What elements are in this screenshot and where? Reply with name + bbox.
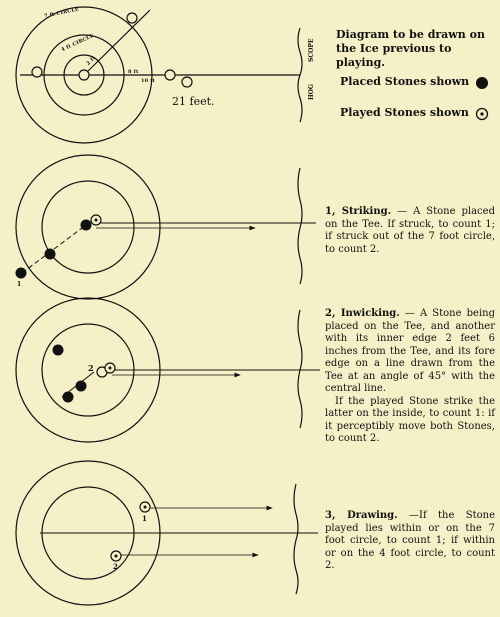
- s2-heading: 2, Inwicking.: [325, 308, 400, 319]
- s2-text: — A Stone being placed on the Tee, and a…: [325, 308, 495, 394]
- label-8ft: 8 ft: [128, 69, 139, 75]
- hog-line: [297, 27, 303, 123]
- s2-tee-dot: [108, 366, 112, 370]
- s3-text: —If the Stone played lies within or on t…: [325, 510, 496, 571]
- striking-house: [15, 154, 316, 300]
- s1-tee-stone: [80, 219, 92, 231]
- s2-stone-center: [75, 380, 87, 392]
- tee-stone: [78, 69, 90, 81]
- stone-right-2: [181, 76, 193, 88]
- section-striking: 1, Striking. — A Stone placed on the Tee…: [325, 206, 495, 256]
- placed-stone-icon: [476, 77, 488, 89]
- s1-stone-mid: [44, 248, 56, 260]
- s1-heading: 1, Striking.: [325, 206, 392, 217]
- s2-text2: If the played Stone strike the latter on…: [325, 395, 495, 445]
- drawing-house: [15, 460, 318, 606]
- s3-marker-1: 1: [142, 514, 147, 523]
- legend-played-label: Played Stones shown: [340, 106, 469, 119]
- stone-left: [31, 66, 43, 78]
- s3-marker-2: 2: [113, 562, 118, 571]
- s1-outer-circle: [15, 154, 161, 300]
- s2-stone-left: [52, 344, 64, 356]
- hog-line-label: HOG: [308, 83, 315, 100]
- s2-stone-low: [62, 391, 74, 403]
- s3-played-dot-1: [143, 505, 147, 509]
- s2-hog-line: [297, 309, 303, 429]
- page-title: Diagram to be drawn on the Ice previous …: [336, 28, 485, 69]
- s1-played-dot: [94, 218, 98, 222]
- s1-dashed-path: [21, 224, 87, 274]
- s3-played-dot-2: [114, 554, 118, 558]
- legend-placed-label: Placed Stones shown: [340, 75, 470, 88]
- stone-top: [126, 12, 138, 24]
- s2-marker: 2: [88, 363, 94, 373]
- stone-right-1: [164, 69, 176, 81]
- inwicking-house: [15, 297, 320, 443]
- section-drawing: 3, Drawing. —If the Stone played lies wi…: [325, 510, 495, 573]
- s1-marker: 1: [17, 281, 22, 288]
- distance-label: 21 feet.: [172, 95, 215, 108]
- s1-text: — A Stone placed on the Tee. If struck, …: [325, 206, 495, 255]
- s1-middle-circle: [41, 180, 135, 274]
- s1-stone-start: [15, 267, 27, 279]
- scope-line-label: SCOPE: [308, 38, 315, 62]
- section-inwicking: 2, Inwicking. — A Stone being placed on …: [325, 308, 495, 446]
- played-stone-dot: [480, 112, 484, 116]
- s1-hog-line: [297, 167, 303, 285]
- s3-hog-line: [293, 483, 299, 595]
- top-house: [15, 6, 303, 144]
- s3-heading: 3, Drawing.: [325, 510, 398, 521]
- label-10ft: 10 ft: [141, 78, 156, 84]
- radius-line: [83, 9, 151, 76]
